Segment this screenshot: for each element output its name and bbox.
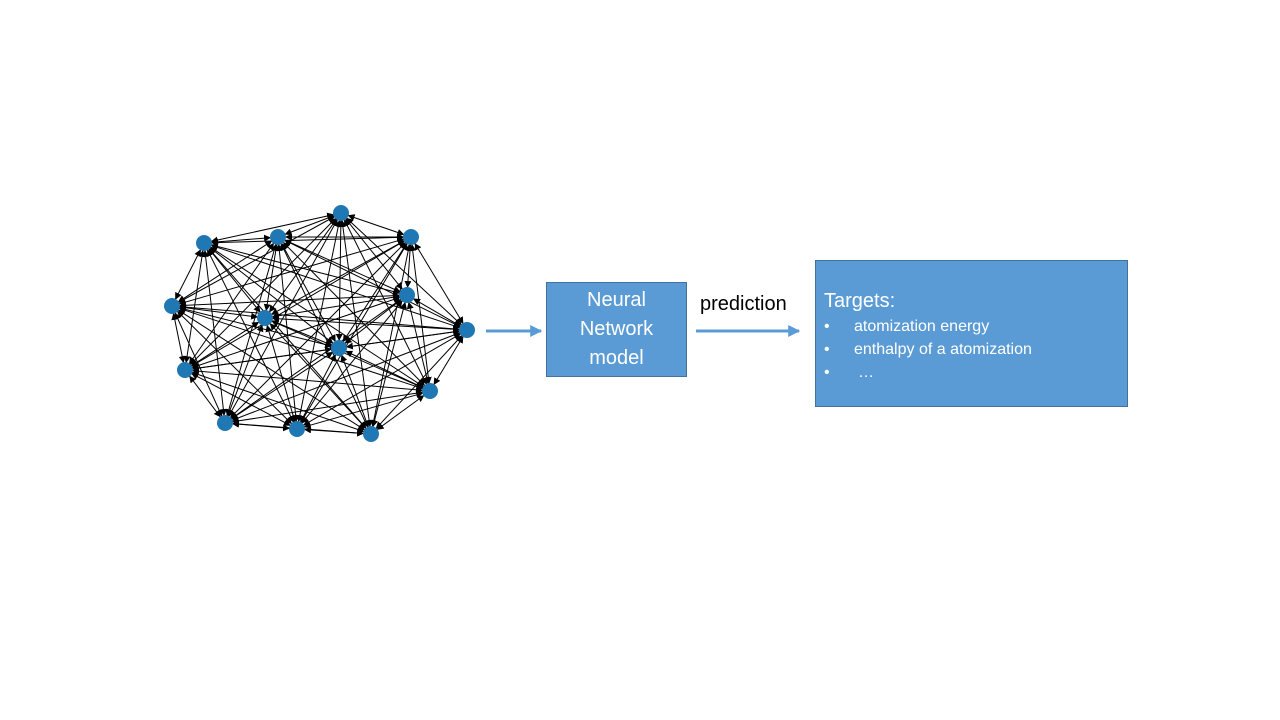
model-label-line-2: Network bbox=[579, 318, 654, 340]
graph-edge bbox=[376, 394, 425, 431]
graph-edge bbox=[191, 367, 424, 394]
graph-node bbox=[331, 340, 347, 356]
targets-title: Targets: bbox=[824, 290, 896, 312]
graph-edges bbox=[171, 212, 464, 437]
graph-edge bbox=[265, 324, 297, 423]
target-item: • atomization energy bbox=[824, 315, 1119, 338]
target-item: • enthalpy of a atomization bbox=[824, 338, 1119, 361]
graph-edge bbox=[284, 239, 461, 328]
graph-node bbox=[403, 229, 419, 245]
graph-node bbox=[459, 322, 475, 338]
target-item-label: atomization energy bbox=[854, 318, 990, 335]
graph-edge bbox=[176, 310, 293, 425]
graph-edge bbox=[183, 249, 206, 364]
graph-node bbox=[164, 298, 180, 314]
graph-edge bbox=[433, 335, 464, 386]
prediction-label: prediction bbox=[700, 293, 787, 315]
graph-node bbox=[422, 383, 438, 399]
bullet-icon: • bbox=[824, 341, 830, 358]
graph-edge bbox=[414, 242, 464, 325]
graph-node bbox=[217, 415, 233, 431]
target-item-label: … bbox=[858, 364, 874, 381]
target-item-label: enthalpy of a atomization bbox=[854, 341, 1032, 358]
bullet-icon: • bbox=[824, 364, 830, 381]
graph-node bbox=[270, 229, 286, 245]
graph-node bbox=[196, 235, 212, 251]
graph-node bbox=[257, 310, 273, 326]
model-label-line-3: model bbox=[589, 347, 644, 369]
graph-node bbox=[333, 205, 349, 221]
graph-edge bbox=[271, 315, 461, 333]
targets-box: Targets: • atomization energy • enthalpy o… bbox=[815, 260, 1128, 407]
graph-node bbox=[289, 421, 305, 437]
graph-nodes bbox=[164, 205, 475, 442]
targets-list: • atomization energy • enthalpy of a atomi… bbox=[824, 315, 1119, 384]
graph-edge bbox=[409, 243, 432, 385]
graph-edge bbox=[282, 241, 426, 387]
graph-node bbox=[177, 362, 193, 378]
bullet-icon: • bbox=[824, 318, 830, 335]
graph-edge bbox=[209, 246, 334, 345]
graph-edge bbox=[303, 391, 424, 429]
graph-edge bbox=[209, 246, 425, 388]
target-item: •… bbox=[824, 361, 1119, 384]
graph-node bbox=[363, 426, 379, 442]
graph-edge bbox=[177, 309, 366, 431]
graph-node bbox=[399, 287, 415, 303]
graph-edge bbox=[188, 375, 222, 418]
neural-network-model-box: Neural Network model bbox=[546, 282, 687, 377]
graph-edge bbox=[303, 426, 365, 437]
graph-edge bbox=[178, 306, 333, 348]
model-label-line-1: Neural bbox=[587, 289, 646, 311]
